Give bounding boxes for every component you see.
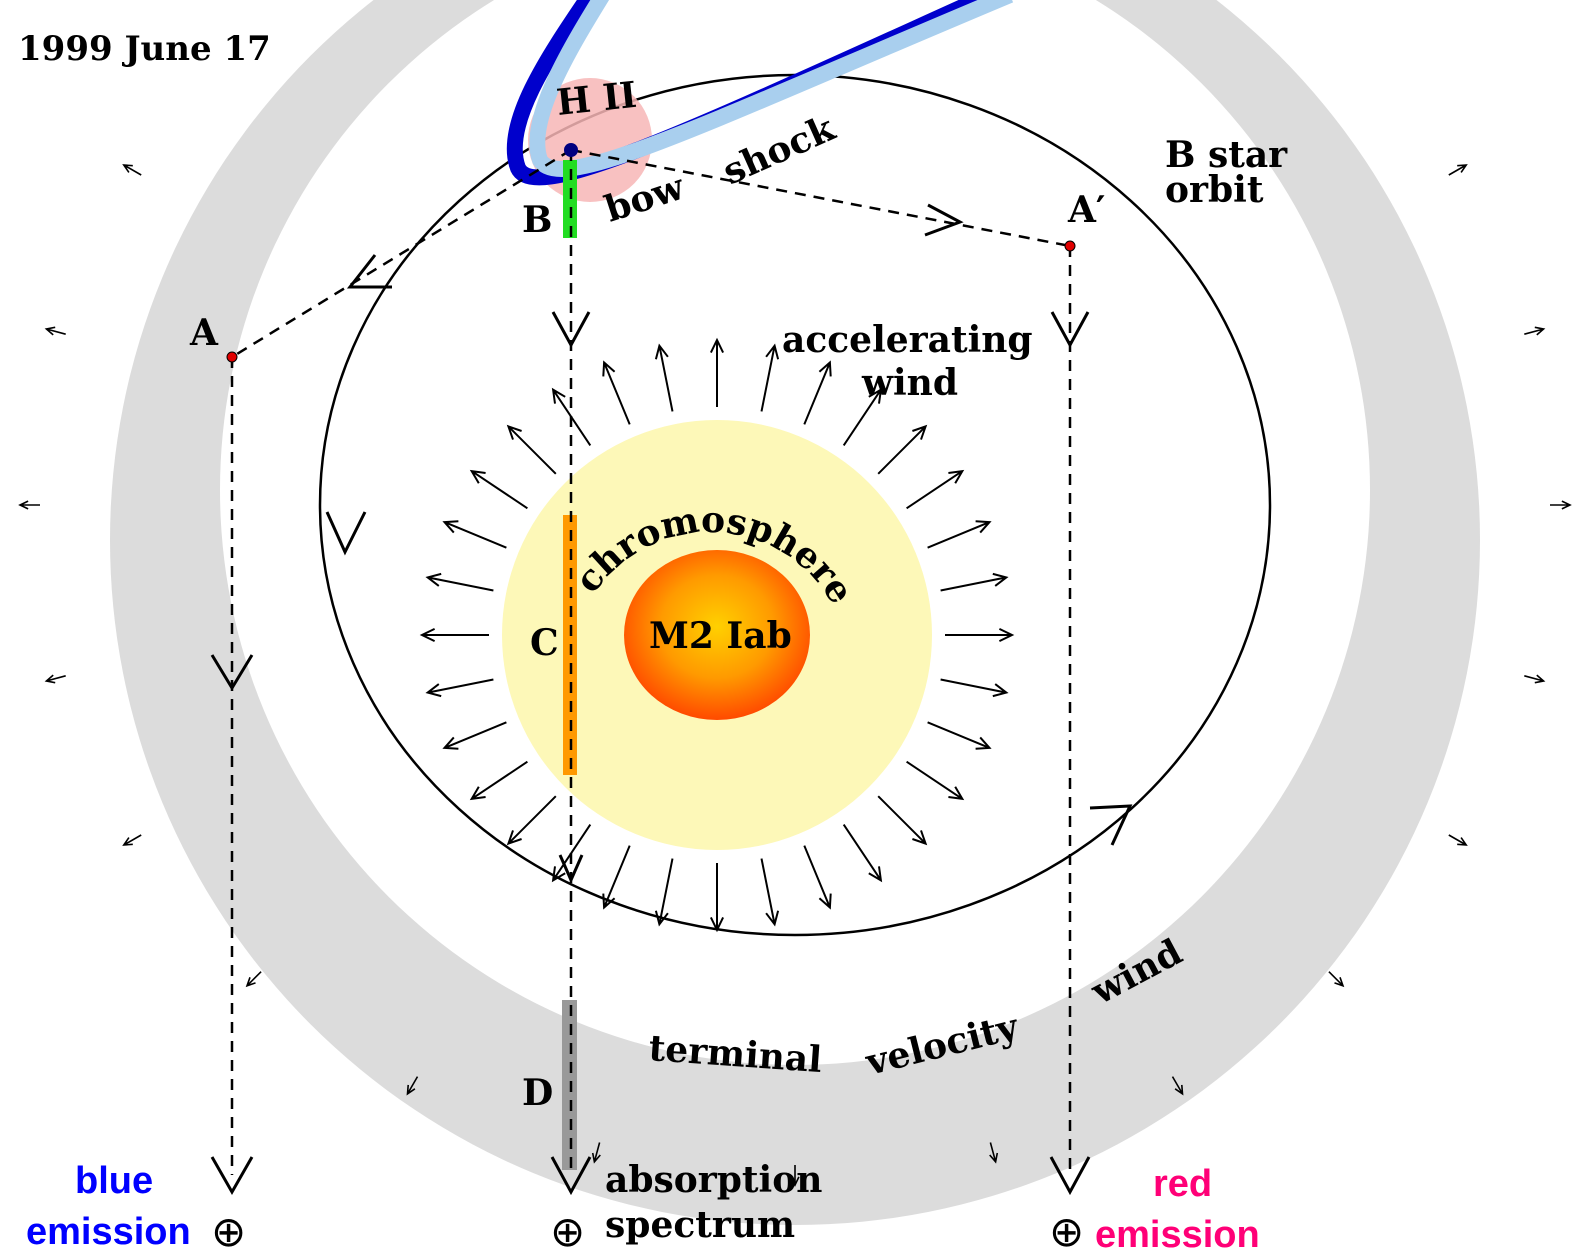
outer-wind-arrow	[1448, 164, 1468, 176]
ray-to-a	[231, 148, 572, 359]
arrowhead-b-1	[551, 311, 591, 349]
wind-arrow	[425, 572, 494, 592]
wind-arrow	[940, 572, 1009, 592]
blue-label-line1: blue	[75, 1160, 153, 1202]
b-star-marker	[564, 143, 578, 157]
point-a-prime-label: A′	[1067, 189, 1105, 231]
wind-arrow	[442, 721, 507, 750]
outer-wind-arrow	[406, 1076, 419, 1096]
outer-wind-arrow	[44, 326, 66, 336]
arrowhead-ray-a	[346, 254, 392, 289]
wind-arrow	[469, 760, 528, 801]
m2-star	[624, 550, 810, 720]
wind-arrow	[709, 863, 725, 933]
point-d-label: D	[522, 1072, 553, 1114]
column-d-marker	[562, 1000, 577, 1170]
spectrum-label: spectrum	[605, 1204, 795, 1246]
outer-wind-arrow	[44, 674, 66, 684]
arrowhead-a-prime-end	[1049, 1156, 1091, 1196]
red-label-line2: emission	[1095, 1214, 1260, 1254]
arrowhead-orbit-right	[1089, 804, 1133, 846]
bow-shock-inner	[529, 0, 1014, 177]
outer-wind-arrow	[18, 500, 40, 510]
wind-arrow	[877, 795, 928, 846]
outer-wind-arrow	[122, 834, 142, 846]
outer-wind-arrow	[245, 971, 262, 988]
outer-wind-arrow	[1550, 500, 1572, 510]
wind-arrow	[803, 360, 832, 425]
wind-arrow	[442, 520, 507, 549]
date-label: 1999 June 17	[18, 29, 271, 69]
wind-arrow	[877, 424, 928, 475]
arrowhead-b-2	[558, 854, 584, 884]
accelerating-wind-arrows	[419, 337, 1015, 933]
b-star-orbit-line2: orbit	[1165, 169, 1264, 211]
wind-arrow	[506, 424, 557, 475]
wind-arrow	[760, 858, 780, 927]
outer-wind-arrow	[591, 1142, 601, 1164]
point-a-label: A	[189, 312, 219, 354]
ray-to-a-prime	[570, 148, 1071, 248]
wind-arrow	[945, 627, 1015, 643]
star-label: M2 Iab	[649, 615, 792, 657]
wind-arrow	[927, 721, 992, 750]
point-b-label: B	[522, 199, 552, 241]
earth-icon-blue: ⊕	[211, 1207, 246, 1254]
wind-arrow	[425, 678, 494, 698]
wind-arrow	[469, 469, 528, 510]
arrowhead-orbit-left	[325, 511, 367, 556]
wind-arrow	[419, 627, 489, 643]
arrowhead-a-1	[210, 654, 254, 691]
arrowhead-ray-a-prime	[924, 203, 964, 237]
absorption-label: absorption	[605, 1159, 822, 1201]
outer-wind-arrow	[122, 164, 142, 176]
wind-arrow	[906, 760, 965, 801]
point-c-label: C	[530, 622, 559, 664]
outer-wind-arrow	[989, 1142, 999, 1164]
outer-wind-arrows	[18, 164, 1572, 1187]
wind-arrow	[940, 678, 1009, 698]
outer-wind-arrow	[1524, 674, 1546, 684]
wind-arrow	[551, 824, 592, 883]
outer-wind-arrow	[1328, 971, 1345, 988]
accelerating-label: accelerating	[782, 319, 1033, 361]
outer-wind-arrow	[1171, 1076, 1184, 1096]
h2-label: H II	[555, 74, 639, 124]
accelerating-wind-label: wind	[861, 362, 958, 404]
red-label-line1: red	[1153, 1163, 1212, 1205]
wind-arrow	[927, 520, 992, 549]
earth-icon-absorption: ⊕	[550, 1207, 585, 1254]
arrowhead-a-prime-1	[1050, 311, 1090, 349]
wind-arrow	[654, 343, 674, 412]
wind-arrow	[760, 343, 780, 412]
wind-arrow	[506, 795, 557, 846]
outer-wind-arrow	[1524, 326, 1546, 336]
wind-arrow	[842, 824, 883, 883]
outer-wind-arrow	[790, 1165, 800, 1187]
arrowhead-b-end	[550, 1156, 592, 1196]
earth-icon-red: ⊕	[1049, 1207, 1084, 1254]
blue-label-line2: emission	[26, 1211, 191, 1253]
point-a-marker	[226, 351, 238, 363]
outer-wind-arrow	[1448, 834, 1468, 846]
wind-arrow	[602, 845, 631, 910]
b-star-orbit-line1: B star	[1165, 134, 1288, 176]
point-a-prime-marker	[1064, 240, 1076, 252]
wind-arrow	[654, 858, 674, 927]
arrowhead-a-end	[210, 1156, 254, 1196]
wind-arrow	[906, 469, 965, 510]
wind-arrow	[803, 845, 832, 910]
wind-arrow	[842, 387, 883, 446]
wind-arrow	[709, 337, 725, 407]
wind-arrow	[602, 360, 631, 425]
